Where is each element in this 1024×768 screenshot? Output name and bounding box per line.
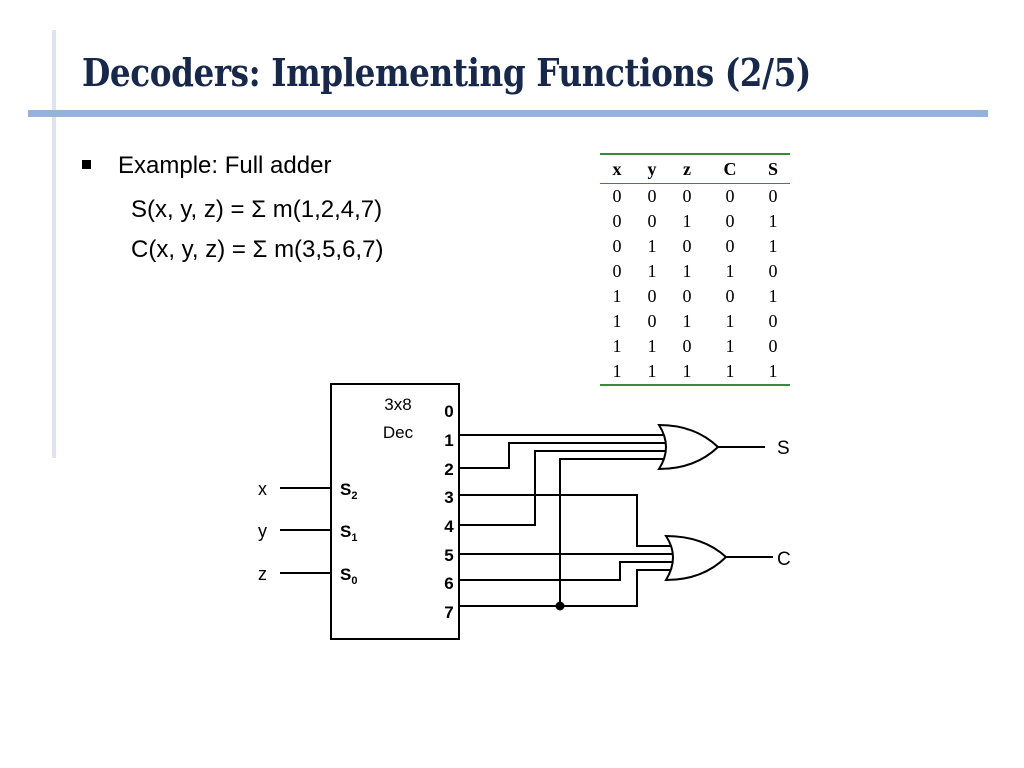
truth-table-row: 0 0 0 0 0: [600, 184, 790, 210]
truth-table-cell: 1: [682, 311, 692, 331]
header-z: z: [683, 158, 691, 179]
truth-table-cell: 1: [647, 261, 657, 281]
truth-table-row: 1 1 0 1 0: [600, 334, 790, 359]
truth-table-cell: 0: [725, 211, 735, 231]
truth-table-cell: 1: [612, 311, 622, 331]
decoder-output-0: 0: [444, 402, 453, 421]
truth-table-cell: 0: [768, 336, 778, 356]
truth-table-cell: 1: [725, 311, 735, 331]
page-title: Decoders: Implementing Functions (2/5): [82, 50, 811, 95]
wire-m2: [459, 442, 668, 469]
wire-m6: [459, 561, 676, 581]
junction-dot: [555, 601, 565, 611]
truth-table-row: 1 1 1 1 1: [600, 359, 790, 385]
truth-table-row: 0 1 1 1 0: [600, 259, 790, 284]
select-label-s2: S2: [340, 480, 357, 502]
truth-table-cell: 1: [612, 286, 622, 306]
input-label-y: y: [258, 521, 267, 541]
decoder-box: [330, 383, 460, 640]
decoder-label-size: 3x8: [384, 395, 411, 414]
header-c: C: [723, 158, 737, 179]
truth-table-cell: 0: [647, 186, 657, 206]
decoder-output-5: 5: [444, 546, 453, 565]
truth-table-cell: 0: [725, 236, 735, 256]
truth-table-cell: 0: [682, 336, 692, 356]
wires: [459, 434, 773, 607]
left-accent-line: [52, 30, 56, 458]
truth-table-cell: 1: [682, 361, 692, 381]
truth-table-row: 1 0 0 0 1: [600, 284, 790, 309]
truth-table-cell: 1: [682, 261, 692, 281]
truth-table-cell: 0: [647, 211, 657, 231]
truth-table-cell: 1: [768, 286, 778, 306]
header-x: x: [612, 158, 622, 179]
wire-m7-to-s: [559, 458, 667, 606]
decoder-output-3: 3: [444, 488, 453, 507]
truth-table-row: 1 0 1 1 0: [600, 309, 790, 334]
truth-table-cell: 0: [612, 186, 622, 206]
truth-table-cell: 1: [768, 361, 778, 381]
truth-table-cell: 0: [682, 186, 692, 206]
decoder-output-4: 4: [444, 517, 454, 536]
truth-table-header: x y z C S: [600, 154, 790, 184]
truth-table-row: 0 1 0 0 1: [600, 234, 790, 259]
truth-table-cell: 1: [725, 361, 735, 381]
decoder-output-7: 7: [444, 603, 453, 622]
truth-table-cell: 0: [612, 261, 622, 281]
bullet-square-icon: [82, 160, 91, 169]
truth-table-cell: 1: [725, 336, 735, 356]
decoder-output-1: 1: [444, 431, 453, 450]
select-label-s1: S1: [340, 522, 357, 544]
sum-output-label: S: [777, 438, 790, 459]
carry-output-label: C: [777, 549, 791, 570]
truth-table-cell: 0: [612, 236, 622, 256]
or-gate-sum: [657, 423, 720, 471]
truth-table-cell: 0: [768, 311, 778, 331]
truth-table-cell: 0: [682, 286, 692, 306]
truth-table-row: 0 0 1 0 1: [600, 209, 790, 234]
select-label-s0: S0: [340, 565, 357, 587]
truth-table-cell: 1: [725, 261, 735, 281]
truth-table-cell: 0: [768, 186, 778, 206]
truth-table-cell: 1: [647, 361, 657, 381]
truth-table-cell: 0: [612, 211, 622, 231]
truth-table-cell: 0: [725, 186, 735, 206]
truth-table-cell: 1: [768, 236, 778, 256]
truth-table-cell: 1: [612, 336, 622, 356]
carry-formula: C(x, y, z) = Σ m(3,5,6,7): [131, 236, 384, 263]
bullet-text: Example: Full adder: [118, 152, 332, 179]
wire-m3: [459, 494, 673, 547]
truth-table-cell: 1: [612, 361, 622, 381]
truth-table-cell: 0: [647, 286, 657, 306]
truth-table-cell: 1: [682, 211, 692, 231]
wire-m4: [459, 450, 668, 526]
header-y: y: [647, 158, 657, 179]
truth-table-cell: 0: [647, 311, 657, 331]
truth-table-cell: 1: [768, 211, 778, 231]
input-label-x: x: [258, 479, 267, 499]
or-gate-carry: [664, 534, 728, 582]
truth-table-cell: 1: [647, 336, 657, 356]
truth-table-cell: 1: [647, 236, 657, 256]
sum-formula: S(x, y, z) = Σ m(1,2,4,7): [131, 196, 383, 223]
input-label-z: z: [258, 564, 267, 584]
title-underline: [28, 110, 988, 117]
header-s: S: [767, 158, 778, 179]
truth-table-cell: 0: [682, 236, 692, 256]
truth-table-cell: 0: [725, 286, 735, 306]
wire-m7: [459, 569, 673, 607]
truth-table-cell: 0: [768, 261, 778, 281]
decoder-output-2: 2: [444, 460, 453, 479]
decoder-output-6: 6: [444, 574, 453, 593]
decoder-label-dec: Dec: [383, 423, 414, 442]
